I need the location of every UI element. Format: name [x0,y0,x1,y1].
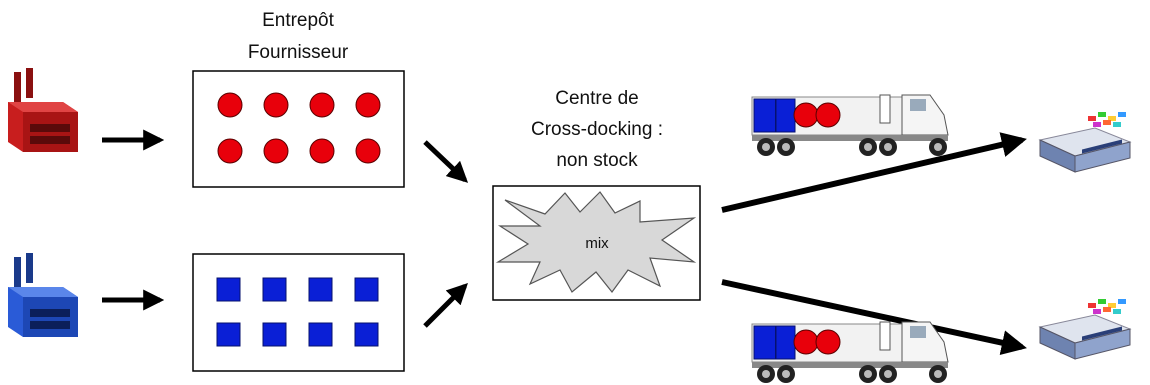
warehouse-top-box [192,70,405,188]
factory-red-icon [8,68,78,152]
center-label-line2: Cross-docking : [531,119,663,140]
starburst-icon [495,191,697,293]
red-products [217,92,381,164]
red-product [263,92,289,118]
red-product [309,138,335,164]
warehouse-label-line2: Fournisseur [248,42,349,63]
store-bottom-icon [1038,299,1132,360]
red-product [217,138,243,164]
blue-product [354,277,379,302]
mix-label: mix [585,235,609,252]
arrow-center-to-store-bottom [721,279,1027,356]
blue-product [308,277,333,302]
arrow-warehouse-top-to-center [423,140,469,183]
center-label-line3: non stock [556,150,638,171]
red-product [217,92,243,118]
red-product [355,138,381,164]
blue-product [354,322,379,347]
blue-product [216,322,241,347]
factory-blue-icon [8,253,78,337]
arrow-warehouse-bottom-to-center [423,283,468,328]
blue-product [308,322,333,347]
truck-icon [751,94,949,156]
red-product [355,92,381,118]
warehouse-label-line1: Entrepôt [262,10,335,31]
arrow-center-to-store-top [721,132,1027,213]
blue-products [216,277,379,347]
warehouse-bottom-box [192,253,405,372]
blue-product [262,277,287,302]
blue-product [216,277,241,302]
center-label-line1: Centre de [555,88,638,109]
store-top-icon [1038,112,1132,173]
truck-icon [751,321,949,383]
red-product [263,138,289,164]
red-product [309,92,335,118]
blue-product [262,322,287,347]
